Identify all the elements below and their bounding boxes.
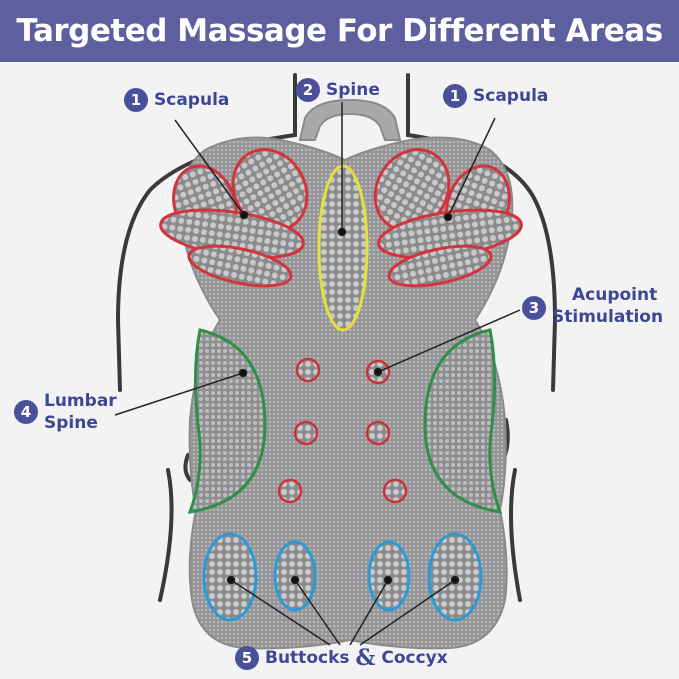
label-lumbar-line1: Lumbar (44, 391, 117, 411)
label-acupoint-line2: Stimulation (552, 307, 664, 327)
label-acupoint-line1: Acupoint (572, 285, 658, 305)
silhouette-right-hip (509, 468, 522, 602)
badge-2: 2 (296, 78, 320, 102)
label-lumbar-line2: Spine (44, 413, 98, 433)
label-spine-text: Spine (326, 80, 380, 100)
label-scapula-left: 1 Scapula (124, 88, 229, 112)
badge-4: 4 (14, 400, 38, 424)
badge-5: 5 (235, 646, 259, 670)
spine-zone (317, 164, 369, 332)
label-acupoint: 3 Acupoint Stimulation (522, 284, 663, 328)
label-scapula-right: 1 Scapula (443, 84, 548, 108)
badge-1-right: 1 (443, 84, 467, 108)
acupoint-zone (277, 357, 408, 504)
scapula-left-zone (159, 148, 309, 288)
lumbar-right-zone (423, 328, 503, 514)
label-coccyx-text: Coccyx (381, 648, 448, 668)
label-buttocks-text: Buttocks (265, 648, 350, 668)
label-lumbar: 4 Lumbar Spine (14, 390, 117, 434)
handle-icon (298, 98, 402, 141)
silhouette-left-hip (158, 468, 174, 602)
badge-1-left: 1 (124, 88, 148, 112)
label-buttocks-coccyx: 5 Buttocks & Coccyx (235, 645, 448, 671)
badge-3: 3 (522, 296, 546, 320)
label-scapula-left-text: Scapula (154, 90, 230, 110)
title-banner: Targeted Massage For Different Areas (0, 0, 679, 62)
label-ampersand: & (355, 645, 376, 671)
leader-lines (114, 102, 521, 646)
label-spine: 2 Spine (296, 78, 380, 102)
label-scapula-right-text: Scapula (473, 86, 549, 106)
page-title: Targeted Massage For Different Areas (16, 13, 663, 49)
